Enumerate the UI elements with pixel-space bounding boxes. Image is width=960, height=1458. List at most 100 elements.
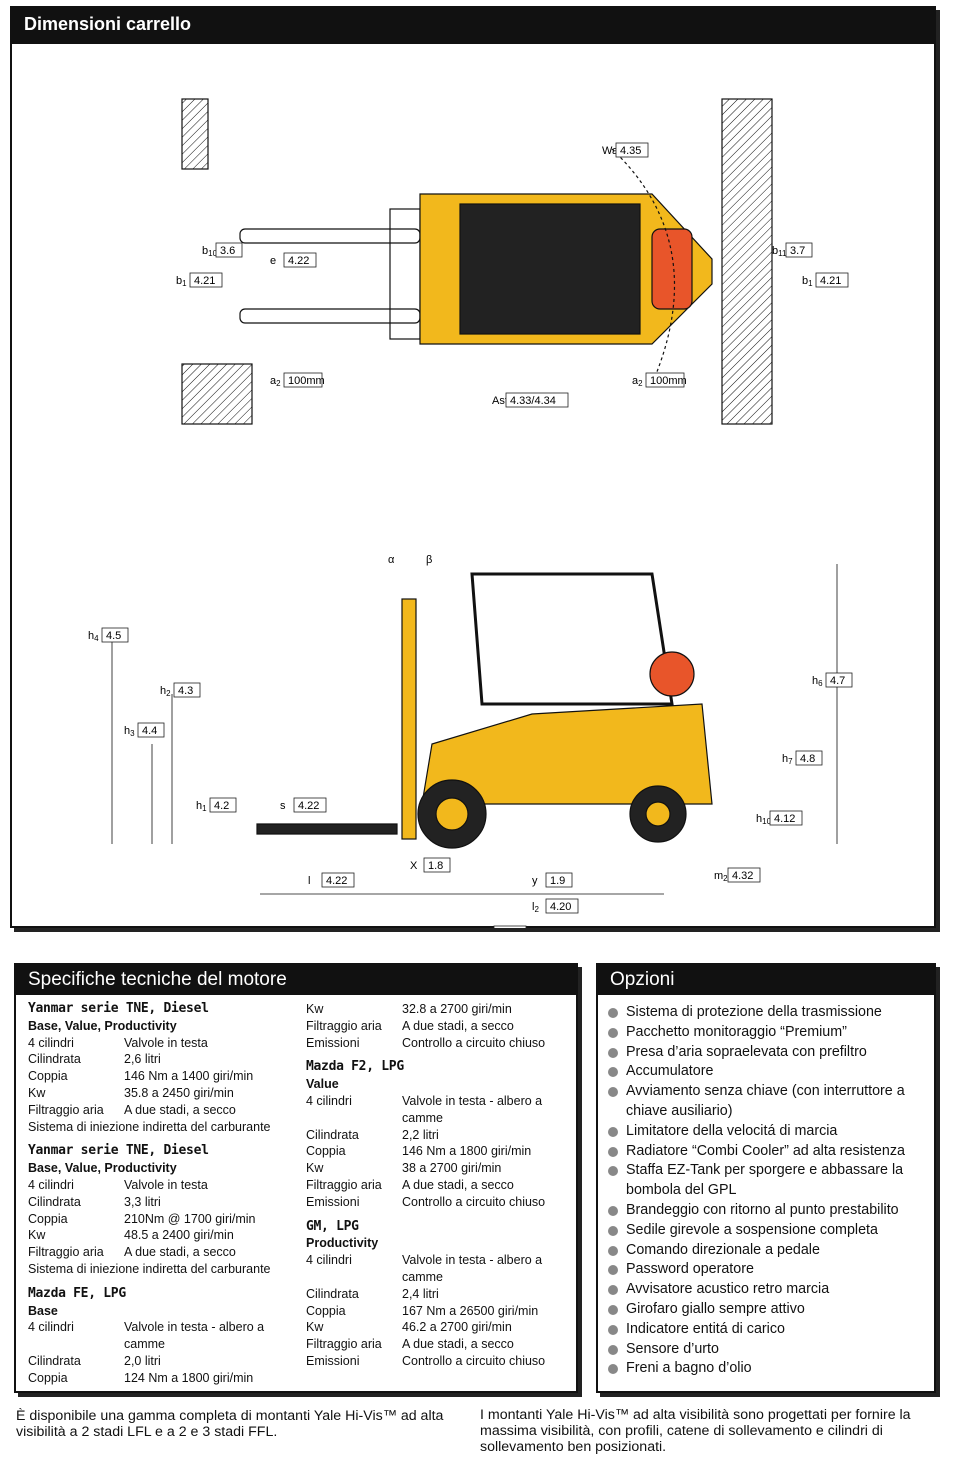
- footer-left-note: È disponibile una gamma completa di mont…: [16, 1408, 444, 1440]
- dimension-symbol: h3: [124, 725, 135, 738]
- dimension-code: 100mm: [288, 375, 325, 387]
- spec-row: Coppia 124 Nm a 1800 giri/min: [28, 1370, 308, 1387]
- spec-key: Coppia: [306, 1144, 346, 1159]
- dimension-symbol: b11: [772, 245, 787, 258]
- spec-value: Controllo a circuito chiuso: [402, 1035, 546, 1050]
- dimension-code: 4.21: [194, 275, 215, 287]
- spec-value: Controllo a circuito chiuso: [402, 1353, 546, 1368]
- dimension-code-box: [769, 810, 803, 826]
- dimension-code: 4.35: [620, 145, 641, 157]
- dimension-code-box: [137, 722, 165, 738]
- option-item: Limitatore della velocitá di marcia: [608, 1122, 934, 1142]
- option-item: Sensore d’urto: [608, 1340, 934, 1360]
- spec-key: 4 cilindri: [28, 1035, 74, 1050]
- spec-value: 2,6 litri: [124, 1052, 161, 1067]
- engine-specs-panel: Specifiche tecniche del motore Yanmar se…: [14, 963, 578, 1393]
- dimension-code: 1.9: [550, 875, 565, 887]
- spec-row: Coppia 146 Nm a 1800 giri/min: [306, 1143, 576, 1160]
- dimension-code-box: [785, 242, 813, 258]
- options-title: Opzioni: [598, 965, 934, 995]
- spec-key: 4 cilindri: [306, 1093, 352, 1108]
- option-item: Sedile girevole a sospensione completa: [608, 1221, 934, 1241]
- options-list: Sistema di protezione della trasmissione…: [598, 995, 934, 1379]
- spec-value: A due stadi, a secco: [402, 1018, 514, 1033]
- dimension-symbol: Wa: [602, 145, 619, 157]
- dimension-code-box: [173, 682, 201, 698]
- dimension-symbol: h4: [88, 630, 99, 643]
- option-item: Sistema di protezione della trasmissione: [608, 1003, 934, 1023]
- dimension-symbol: h2: [160, 685, 171, 698]
- dimension-code-box: [189, 272, 223, 288]
- option-item: Staffa EZ-Tank per sporgere e abbassare …: [608, 1161, 934, 1201]
- dimension-code-box: [493, 925, 527, 928]
- dimension-code: 4.32: [732, 870, 753, 882]
- spec-value: A due stadi, a secco: [402, 1177, 514, 1192]
- spec-value: 146 Nm a 1800 giri/min: [402, 1144, 532, 1159]
- spec-value: 48.5 a 2400 giri/min: [124, 1228, 234, 1243]
- spec-key: Filtraggio aria: [306, 1337, 382, 1352]
- dimension-symbol: h1: [196, 800, 207, 813]
- option-item: Accumulatore: [608, 1062, 934, 1082]
- spec-key: Filtraggio aria: [28, 1102, 104, 1117]
- engine-variant: Value: [306, 1077, 339, 1092]
- spec-value: 124 Nm a 1800 giri/min: [124, 1370, 254, 1385]
- dimension-code: 4.20: [550, 901, 571, 913]
- spec-value: Valvole in testa: [124, 1035, 208, 1050]
- dimension-symbol: y: [532, 875, 538, 887]
- spec-key: 4 cilindri: [28, 1177, 74, 1192]
- spec-key: Coppia: [306, 1303, 346, 1318]
- spec-key: Cilindrata: [28, 1353, 81, 1368]
- option-item: Indicatore entitá di carico: [608, 1320, 934, 1340]
- spec-key: Kw: [28, 1085, 46, 1100]
- engine-heading: Mazda FE, LPG: [28, 1285, 126, 1301]
- spec-key: Coppia: [28, 1211, 68, 1226]
- dimension-code-box: [209, 797, 237, 813]
- option-item: Girofaro giallo sempre attivo: [608, 1300, 934, 1320]
- option-item: Avviamento senza chiave (con interruttor…: [608, 1082, 934, 1122]
- dimension-code: 3.6: [220, 245, 235, 257]
- engine-heading: Mazda F2, LPG: [306, 1059, 404, 1075]
- spec-key: Cilindrata: [306, 1286, 359, 1301]
- spec-value: Controllo a circuito chiuso: [402, 1194, 546, 1209]
- spec-key: Coppia: [28, 1370, 68, 1385]
- dimension-code-box: [283, 252, 317, 268]
- option-item: Radiatore “Combi Cooler” ad alta resiste…: [608, 1142, 934, 1162]
- spec-key: Cilindrata: [28, 1052, 81, 1067]
- dimension-code: 4.33/4.34: [510, 395, 556, 407]
- dimension-code-box: [505, 392, 569, 408]
- spec-key: Cilindrata: [306, 1127, 359, 1142]
- dimension-code: 4.22: [326, 875, 347, 887]
- spec-value: Valvole in testa - albero a camme: [124, 1320, 265, 1352]
- dimension-code: 4.12: [774, 813, 795, 825]
- spec-value: 32.8 a 2700 giri/min: [402, 1002, 512, 1016]
- spec-value: Valvole in testa: [124, 1177, 208, 1192]
- options-panel: Opzioni Sistema di protezione della tras…: [596, 963, 936, 1393]
- top-view-truck: [181, 98, 773, 425]
- option-item: Avvisatore acustico retro marcia: [608, 1280, 934, 1300]
- spec-value: A due stadi, a secco: [402, 1337, 514, 1352]
- dimension-symbol: h6: [812, 675, 823, 688]
- dimension-code: 1.8: [428, 860, 443, 872]
- dimension-code-box: [101, 627, 129, 643]
- engine-variant: Base: [28, 1303, 58, 1318]
- dimension-code-box: [545, 872, 573, 888]
- option-item: Pacchetto monitoraggio “Premium”: [608, 1023, 934, 1043]
- dimension-code: 4.2: [214, 800, 229, 812]
- spec-key: Coppia: [28, 1069, 68, 1084]
- engine-specs-title: Specifiche tecniche del motore: [16, 965, 576, 995]
- dimension-code-box: [815, 272, 849, 288]
- dimension-symbol: m2: [714, 870, 728, 883]
